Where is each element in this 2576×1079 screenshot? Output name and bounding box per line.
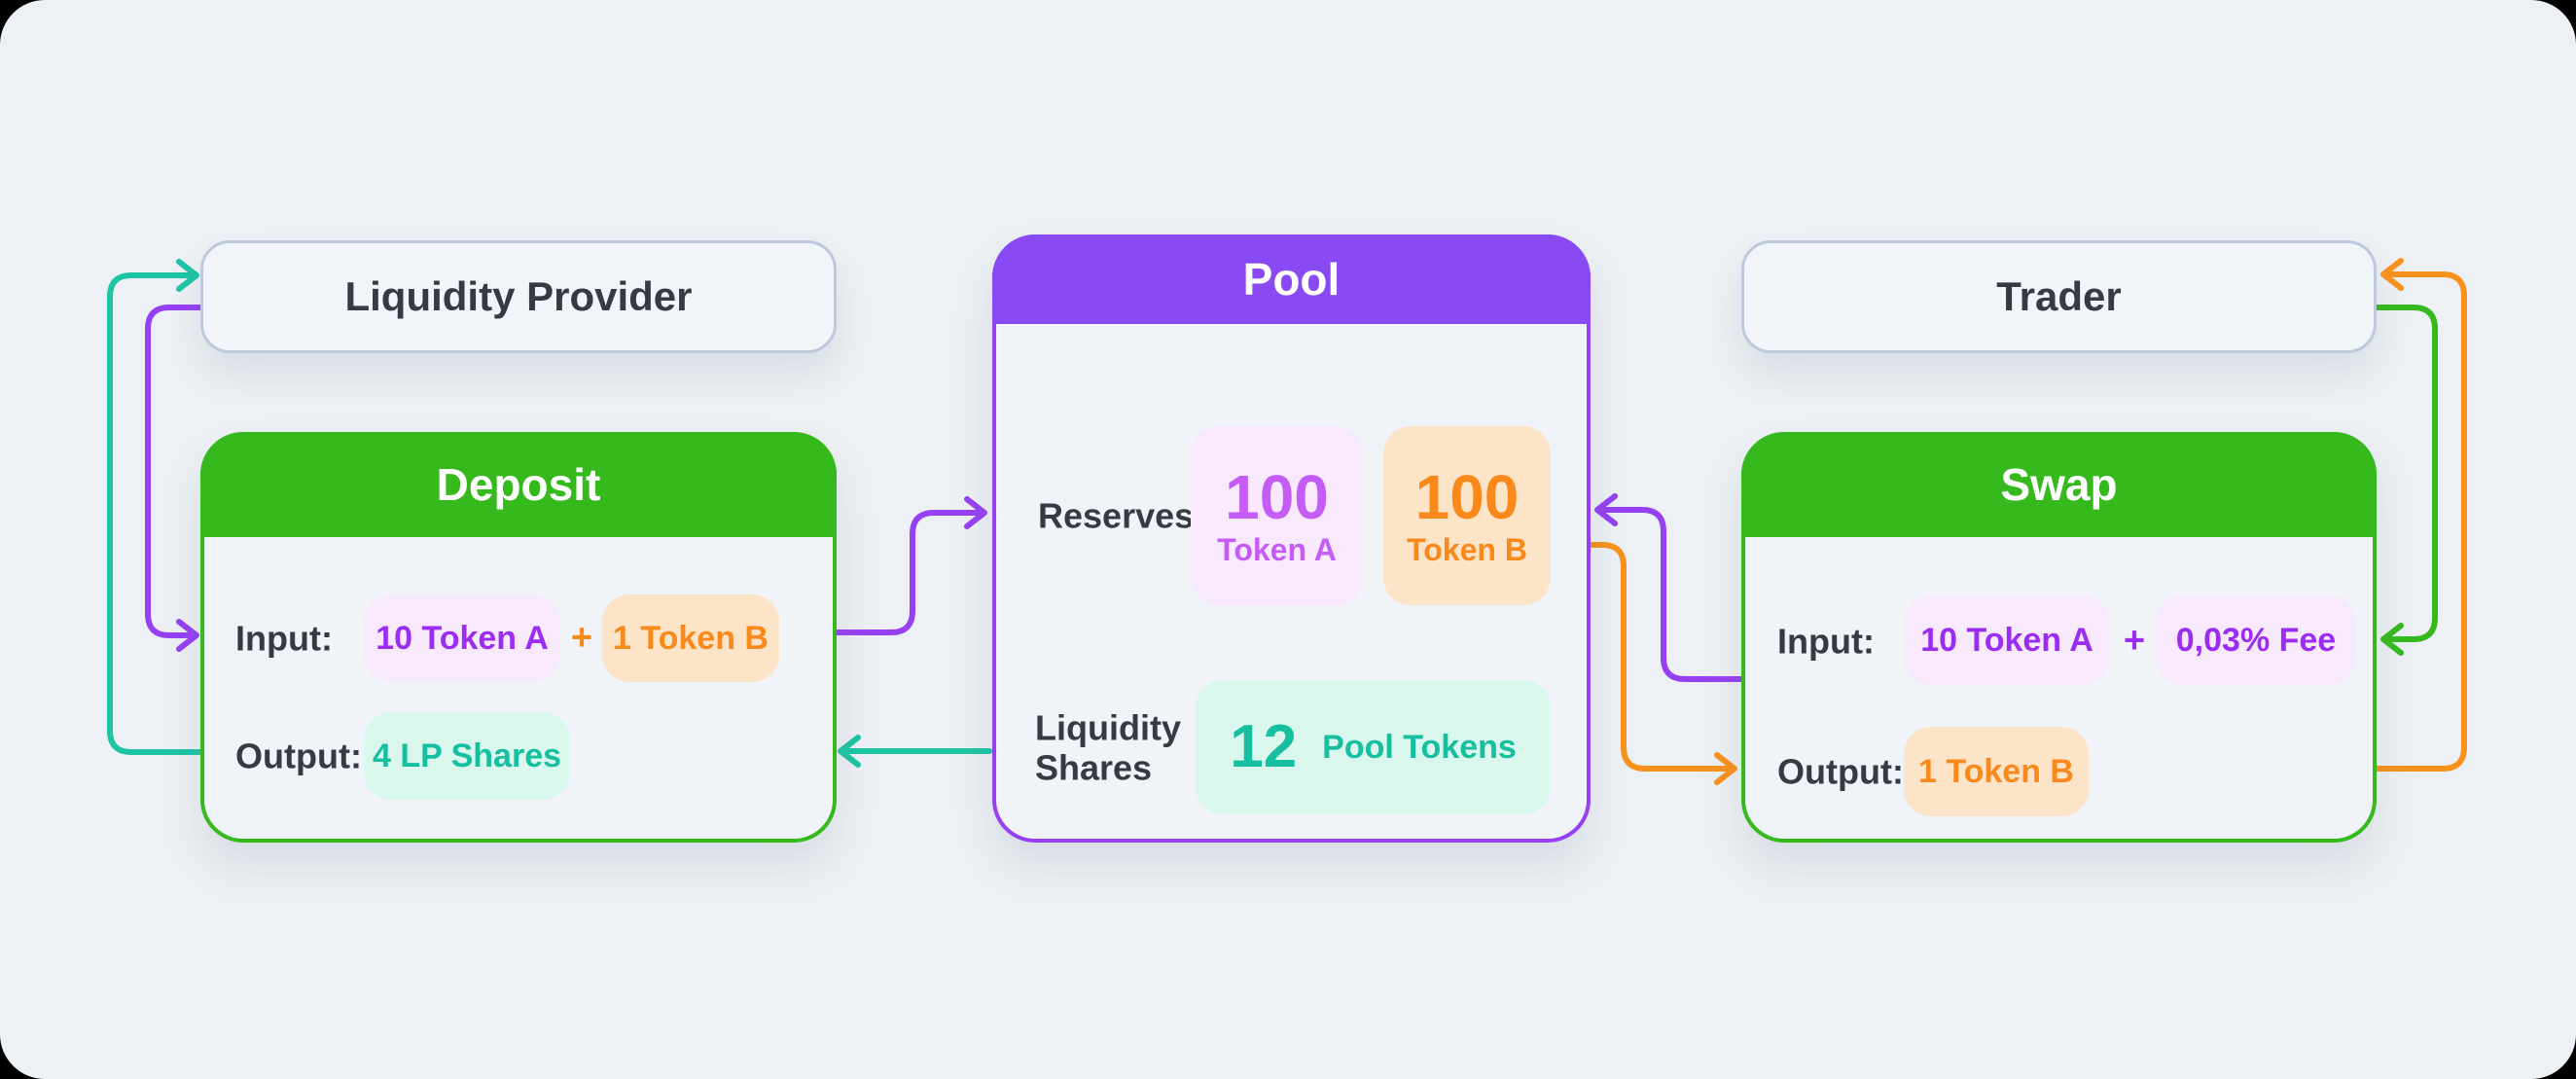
pool-token-a-label: Token A bbox=[1217, 532, 1337, 567]
swap-input-label: Input: bbox=[1777, 621, 1875, 662]
swap-output-label: Output: bbox=[1777, 751, 1904, 792]
deposit-input-label: Input: bbox=[235, 618, 333, 659]
pool-token-b-label: Token B bbox=[1407, 532, 1527, 567]
deposit-plus-sign: + bbox=[570, 617, 593, 659]
swap-card: Swap Input: 10 Token A + 0,03% Fee Outpu… bbox=[1741, 432, 2377, 843]
deposit-input-token-b-chip: 1 Token B bbox=[602, 594, 779, 682]
arrow-swap-input-to-pool-reserves bbox=[1594, 493, 1747, 682]
swap-plus-sign: + bbox=[2123, 620, 2146, 662]
deposit-card: Deposit Input: 10 Token A + 1 Token B Ou… bbox=[200, 432, 837, 843]
pool-reserve-token-a-chip: 100 Token A bbox=[1191, 426, 1363, 605]
pool-token-a-amount: 100 bbox=[1225, 462, 1329, 532]
pool-tokens-amount: 12 bbox=[1230, 713, 1298, 780]
deposit-output-lp-shares-value: 4 LP Shares bbox=[372, 737, 562, 774]
swap-input-token-a-value: 10 Token A bbox=[1920, 621, 2093, 659]
deposit-output-label: Output: bbox=[235, 736, 362, 776]
arrow-swap-output-to-trader bbox=[2373, 258, 2467, 772]
arrow-pool-shares-to-deposit-output bbox=[838, 735, 992, 768]
deposit-input-token-b-value: 1 Token B bbox=[613, 619, 769, 657]
pool-reserves-label: Reserves bbox=[1038, 495, 1195, 536]
arrow-deposit-output-to-liquidity-provider bbox=[107, 259, 203, 755]
pool-card-header: Pool bbox=[992, 234, 1591, 324]
deposit-title: Deposit bbox=[436, 459, 601, 510]
swap-output-token-b-chip: 1 Token B bbox=[1904, 727, 2089, 816]
trader-box: Trader bbox=[1741, 240, 2377, 353]
trader-label: Trader bbox=[1996, 273, 2122, 319]
pool-token-b-amount: 100 bbox=[1414, 462, 1520, 532]
arrow-deposit-to-pool-reserves bbox=[832, 496, 987, 635]
pool-reserve-token-b-chip: 100 Token B bbox=[1383, 426, 1551, 605]
swap-input-token-a-chip: 10 Token A bbox=[1904, 595, 2110, 685]
swap-title: Swap bbox=[2000, 459, 2118, 510]
arrow-pool-to-swap-output bbox=[1588, 542, 1737, 785]
pool-card: Pool Reserves 100 Token A 100 Token B Li… bbox=[992, 234, 1591, 843]
arrow-trader-to-swap-input bbox=[2374, 305, 2438, 656]
arrow-liquidity-provider-to-deposit-input bbox=[145, 305, 203, 652]
swap-card-header: Swap bbox=[1741, 432, 2377, 537]
deposit-card-header: Deposit bbox=[200, 432, 837, 537]
swap-input-fee-value: 0,03% Fee bbox=[2175, 621, 2337, 659]
swap-input-fee-chip: 0,03% Fee bbox=[2156, 595, 2356, 685]
liquidity-provider-box: Liquidity Provider bbox=[200, 240, 837, 353]
deposit-input-token-a-chip: 10 Token A bbox=[364, 594, 560, 682]
pool-tokens-label: Pool Tokens bbox=[1322, 729, 1517, 766]
pool-tokens-chip: 12 Pool Tokens bbox=[1196, 680, 1551, 814]
pool-title: Pool bbox=[1242, 254, 1341, 305]
deposit-input-token-a-value: 10 Token A bbox=[376, 619, 549, 657]
pool-liquidity-shares-label: Liquidity Shares bbox=[1035, 707, 1181, 788]
deposit-output-lp-shares-chip: 4 LP Shares bbox=[364, 712, 570, 800]
liquidity-provider-label: Liquidity Provider bbox=[344, 273, 693, 319]
swap-output-token-b-value: 1 Token B bbox=[1918, 752, 2074, 790]
